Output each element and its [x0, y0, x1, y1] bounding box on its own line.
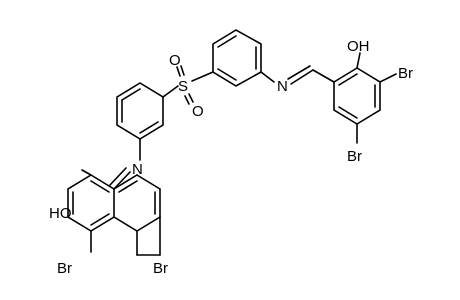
bond-lines: [67, 29, 397, 256]
bromine-label-left-2: Br: [153, 260, 168, 277]
bromine-label-left-1: Br: [57, 260, 72, 277]
sulfur-label: S: [178, 78, 188, 95]
bromine-label-right-top: Br: [398, 65, 413, 82]
atom-labels: OH Br Br S O O N N HO Br Br: [49, 38, 413, 277]
bromine-label-right-bottom: Br: [347, 148, 362, 165]
nitrogen-label-lower: N: [132, 161, 143, 178]
hydroxyl-label-left: HO: [49, 205, 72, 222]
nitrogen-label-upper: N: [277, 78, 288, 95]
oxygen-label-upper: O: [169, 52, 181, 69]
oxygen-label-lower: O: [192, 103, 204, 120]
hydroxyl-label-right: OH: [347, 38, 370, 55]
